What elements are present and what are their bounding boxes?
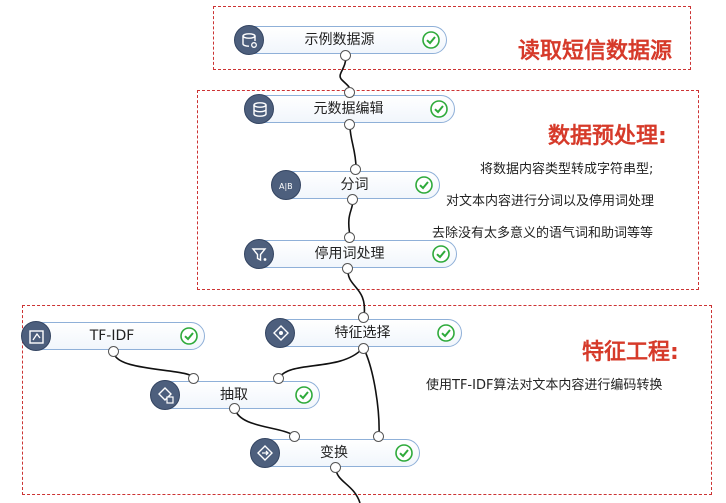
edge-featureselect-to-transform — [363, 348, 380, 437]
node-label: 停用词处理 — [314, 246, 385, 262]
port-metadata-in[interactable] — [344, 87, 355, 98]
node-label: 元数据编辑 — [313, 101, 384, 117]
feature-note-1: 使用TF-IDF算法对文本内容进行编码转换 — [426, 378, 663, 393]
edge-tfidf-to-extract — [113, 351, 195, 379]
success-check-icon — [422, 31, 440, 49]
transform-icon — [250, 438, 280, 468]
success-check-icon — [395, 444, 413, 462]
section-feature-title: 特征工程: — [582, 340, 679, 365]
edge-extract-to-transform — [234, 408, 296, 437]
filter-icon — [244, 239, 274, 269]
port-stopwords-in[interactable] — [344, 232, 355, 243]
node-label: 分词 — [340, 177, 369, 193]
node-label: TF-IDF — [89, 328, 135, 344]
port-stopwords-out[interactable] — [342, 263, 353, 274]
preprocess-note-2: 对文本内容进行分词以及停用词处理 — [446, 194, 655, 209]
section-feature — [22, 305, 712, 495]
success-check-icon — [437, 324, 455, 342]
node-label: 抽取 — [220, 387, 248, 403]
node-label: 示例数据源 — [304, 32, 375, 48]
port-tokenize-in[interactable] — [350, 164, 361, 175]
port-transform-in-2[interactable] — [373, 431, 384, 442]
section-read — [213, 6, 691, 70]
port-tfidf-out[interactable] — [108, 346, 119, 357]
svg-text:A|B: A|B — [279, 182, 293, 191]
tfidf-icon — [21, 321, 51, 351]
edge-stopwords-to-featureselect — [347, 267, 366, 317]
success-check-icon — [180, 327, 198, 345]
node-label: 变换 — [320, 445, 348, 461]
success-check-icon — [415, 176, 433, 194]
success-check-icon — [432, 245, 450, 263]
port-extract-in-2[interactable] — [273, 373, 284, 384]
node-sample-source[interactable]: 示例数据源 — [234, 25, 447, 55]
port-transform-in-1[interactable] — [289, 431, 300, 442]
edge-transform-output — [335, 467, 361, 503]
port-transform-out[interactable] — [330, 462, 341, 473]
preprocess-note-1: 将数据内容类型转成字符串型; — [480, 162, 654, 177]
section-read-title: 读取短信数据源 — [518, 39, 673, 64]
edge-featureselect-to-extract — [278, 348, 363, 379]
tokenize-icon: A|B — [271, 170, 301, 200]
node-label: 特征选择 — [334, 325, 391, 341]
feature-select-icon — [265, 318, 295, 348]
port-metadata-out[interactable] — [344, 119, 355, 130]
port-extract-in-1[interactable] — [188, 373, 199, 384]
port-extract-out[interactable] — [229, 403, 240, 414]
preprocess-note-3: 去除没有太多意义的语气词和助词等等 — [432, 226, 654, 241]
metadata-icon — [244, 94, 274, 124]
port-source-out[interactable] — [340, 50, 351, 61]
success-check-icon — [295, 386, 313, 404]
port-tokenize-out[interactable] — [347, 194, 358, 205]
port-featureselect-out[interactable] — [358, 343, 369, 354]
edge-metadata-to-tokenize — [349, 125, 357, 169]
section-preprocess-title: 数据预处理: — [548, 124, 667, 149]
section-preprocess — [197, 90, 699, 290]
port-featureselect-in[interactable] — [358, 312, 369, 323]
node-tfidf[interactable]: TF-IDF — [21, 321, 205, 351]
database-icon — [234, 25, 264, 55]
extract-icon — [150, 380, 180, 410]
success-check-icon — [430, 100, 448, 118]
